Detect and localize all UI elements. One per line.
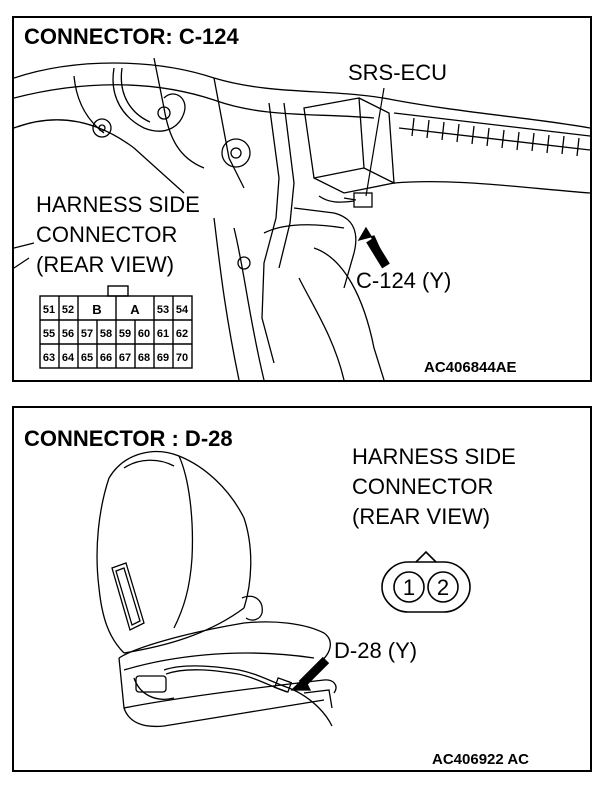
pin-60: 60: [138, 328, 150, 340]
figure-code-1: AC406844AE: [424, 359, 517, 376]
pin-61: 61: [157, 328, 169, 340]
seat-line-art: [96, 450, 337, 728]
dashboard-line-art: [14, 57, 590, 380]
connector-c124-panel: CONNECTOR: C-124 SRS-ECU HARNESS SIDE CO…: [12, 16, 592, 382]
pin-1: 1: [403, 575, 415, 600]
pin-70: 70: [176, 352, 188, 364]
pin-58: 58: [100, 328, 112, 340]
pin-b: B: [92, 302, 101, 317]
harness-side-label-line2: CONNECTOR: [36, 222, 178, 247]
pin-64: 64: [62, 352, 75, 364]
connector-key-tab: [415, 550, 437, 563]
pin-68: 68: [138, 352, 150, 364]
harness-side-label-line2-d28: CONNECTOR: [352, 474, 494, 499]
pin-2: 2: [437, 575, 449, 600]
connector-d28-label: D-28 (Y): [334, 638, 418, 663]
pin-67: 67: [119, 352, 131, 364]
harness-side-label-line3-d28: (REAR VIEW): [352, 504, 491, 529]
pin-54: 54: [176, 304, 189, 316]
pin-55: 55: [43, 328, 55, 340]
c124-pin-grid: 51 52 B A 53 54 55 56 57 58 59 60 61 62 …: [39, 285, 193, 369]
pin-59: 59: [119, 328, 131, 340]
pin-62: 62: [176, 328, 188, 340]
pin-69: 69: [157, 352, 169, 364]
pin-57: 57: [81, 328, 93, 340]
d28-pin-connector: 1 2: [381, 550, 471, 613]
harness-side-label-line1: HARNESS SIDE: [36, 192, 200, 217]
harness-side-label-line3: (REAR VIEW): [36, 252, 175, 277]
pin-65: 65: [81, 352, 93, 364]
panel1-title: CONNECTOR: C-124: [24, 24, 239, 49]
pin-52: 52: [62, 304, 74, 316]
pin-a: A: [130, 302, 140, 317]
connector-d28-panel: CONNECTOR : D-28 HARNESS SIDE CONNECTOR …: [12, 406, 592, 772]
panel2-title: CONNECTOR : D-28: [24, 426, 233, 451]
pin-53: 53: [157, 304, 169, 316]
pin-63: 63: [43, 352, 55, 364]
connector-c124-label: C-124 (Y): [356, 268, 452, 293]
srs-ecu-label: SRS-ECU: [348, 60, 448, 85]
harness-side-label-line1-d28: HARNESS SIDE: [352, 444, 516, 469]
figure-code-2: AC406922 AC: [432, 751, 529, 768]
pin-51: 51: [43, 304, 55, 316]
pin-56: 56: [62, 328, 74, 340]
pin-66: 66: [100, 352, 112, 364]
